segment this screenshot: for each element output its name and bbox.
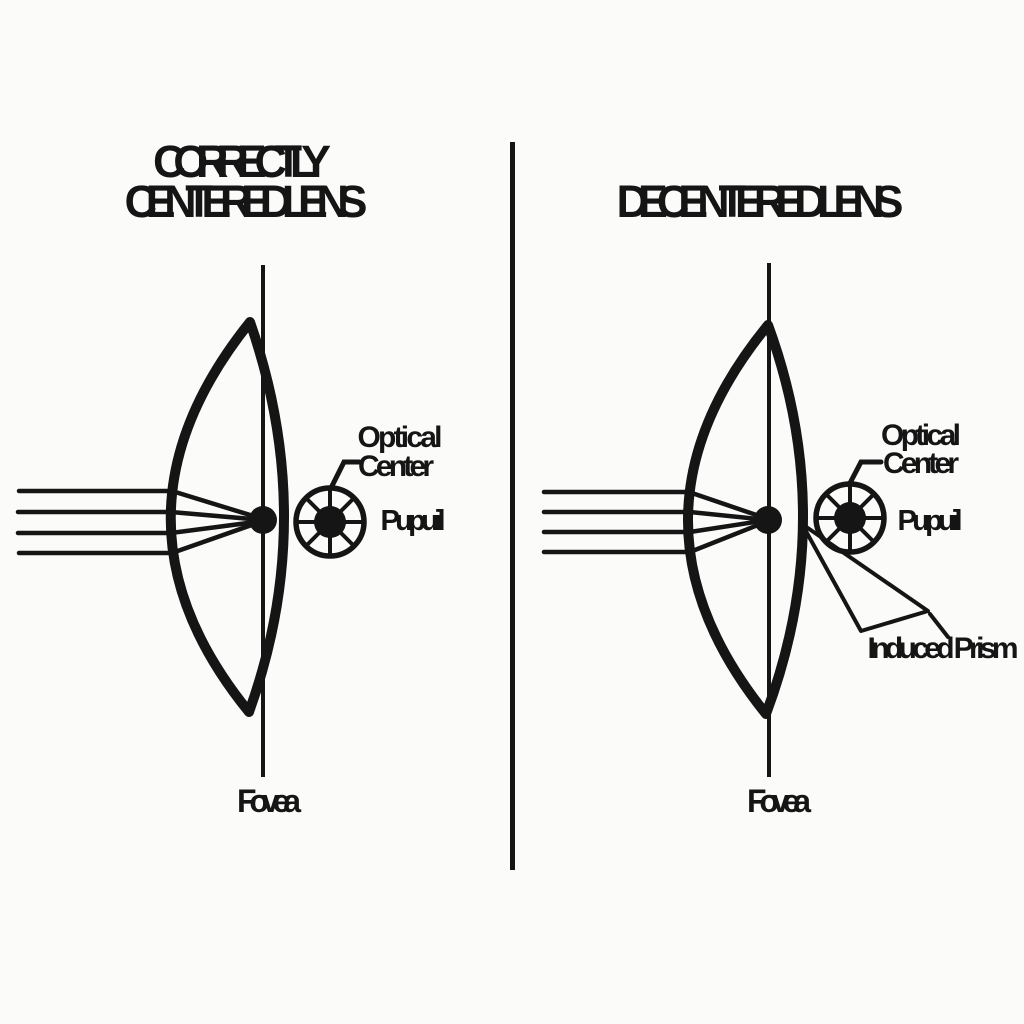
right-light-ray-3 bbox=[541, 517, 771, 535]
right-pupil-wheel-icon bbox=[813, 481, 887, 555]
left-light-ray-1 bbox=[16, 488, 266, 522]
left-pupil-wheel-icon bbox=[293, 485, 367, 559]
right-optical-center-label-line1: Optical bbox=[881, 419, 961, 452]
right-pupil-label: Pupuil bbox=[898, 505, 963, 537]
right-lens-outline bbox=[683, 320, 808, 719]
right-light-ray-4 bbox=[541, 518, 771, 555]
right-pupil-hub bbox=[834, 502, 866, 534]
induced-prism-label: Induced Prism bbox=[868, 632, 1019, 665]
left-light-ray-2 bbox=[15, 509, 266, 523]
right-panel: DECENTERED LENS bbox=[541, 176, 1019, 819]
right-optical-center-leader-line bbox=[846, 459, 884, 488]
right-panel-title: DECENTERED LENS bbox=[617, 176, 904, 227]
left-optical-center-label-line2: Center bbox=[358, 450, 434, 483]
right-focal-point-dot bbox=[754, 506, 782, 534]
left-focal-point-dot bbox=[249, 506, 277, 534]
left-fovea-label: Fovea bbox=[237, 783, 301, 819]
left-light-ray-3 bbox=[15, 518, 266, 536]
right-fovea-label: Fovea bbox=[747, 783, 811, 819]
left-panel-title-line1: CORRECTLY bbox=[153, 136, 331, 187]
left-panel: CORRECTLY CENTERED LENS bbox=[15, 136, 446, 819]
left-pupil-label: Pupuil bbox=[381, 505, 446, 537]
right-light-ray-2 bbox=[541, 509, 771, 523]
induced-prism-wedge bbox=[800, 522, 930, 633]
left-light-ray-4 bbox=[16, 518, 266, 556]
right-light-rays bbox=[541, 489, 771, 555]
right-light-ray-1 bbox=[541, 489, 771, 522]
left-pupil-hub bbox=[314, 506, 346, 538]
right-optical-center-label-line2: Center bbox=[883, 447, 959, 480]
induced-prism-leader-line bbox=[928, 612, 950, 639]
left-panel-title-line2: CENTERED LENS bbox=[125, 176, 368, 227]
left-optical-center-leader-line bbox=[328, 459, 362, 491]
left-lens-outline bbox=[165, 317, 289, 717]
left-light-rays bbox=[15, 488, 266, 556]
left-optical-center-label-line1: Optical bbox=[358, 421, 443, 454]
